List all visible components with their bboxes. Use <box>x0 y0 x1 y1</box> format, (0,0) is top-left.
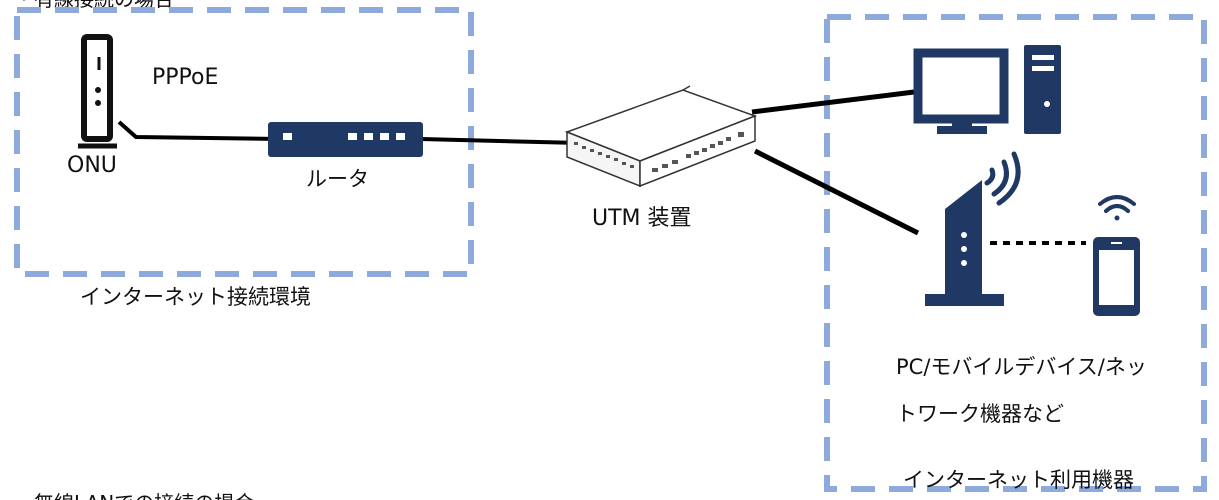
pppoe-label: PPPoE <box>152 65 219 90</box>
router-icon <box>268 122 423 157</box>
utm-pc-link <box>751 89 915 115</box>
onu-router-link <box>117 120 281 141</box>
devices-label-line2: トワーク機器など <box>896 402 1064 426</box>
internet-use-group-box <box>824 14 1207 492</box>
bottom-cut-heading: ・無線LANでの接続の場合 <box>14 491 254 500</box>
ap-signal-icon <box>984 151 1021 206</box>
smartphone-icon <box>1093 237 1140 316</box>
onu-label: ONU <box>67 153 117 178</box>
utm-label: UTM 装置 <box>592 206 692 231</box>
devices-label-line1: PC/モバイルデバイス/ネッ <box>896 355 1147 379</box>
internet-env-caption: インターネット接続環境 <box>80 285 311 309</box>
wireless-ap-icon <box>925 180 1004 306</box>
utm-ap-link <box>753 148 920 236</box>
top-cut-heading: ・有線接続の場合 <box>14 0 174 11</box>
wifi-signal-icon <box>1098 195 1136 221</box>
utm-appliance-icon <box>564 85 758 188</box>
router-utm-link <box>420 137 581 145</box>
internet-use-caption: インターネット利用機器 <box>903 468 1134 492</box>
router-label: ルータ <box>306 167 369 191</box>
desktop-pc-icon <box>913 45 1061 134</box>
onu-icon <box>78 34 117 149</box>
